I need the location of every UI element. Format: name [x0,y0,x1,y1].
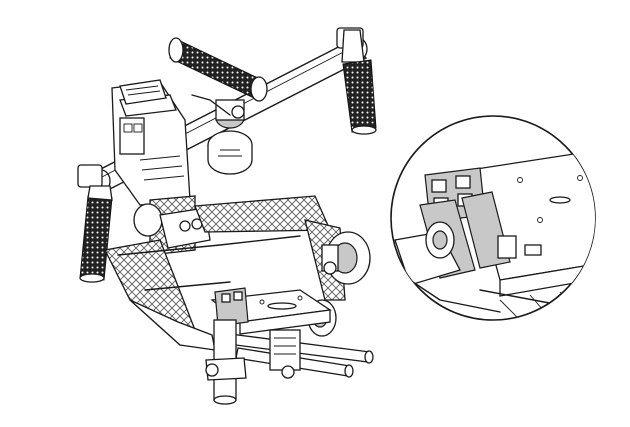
right-grip [336,27,377,135]
top-grip [168,37,268,102]
yaw-arm [133,195,211,256]
bottom-post [205,319,301,405]
detail-callout [390,115,596,321]
gimbal-assembly [77,27,377,405]
center-housing [111,79,191,206]
pan-motor [191,94,253,175]
left-grip [77,164,113,283]
roll-motor [321,231,371,285]
